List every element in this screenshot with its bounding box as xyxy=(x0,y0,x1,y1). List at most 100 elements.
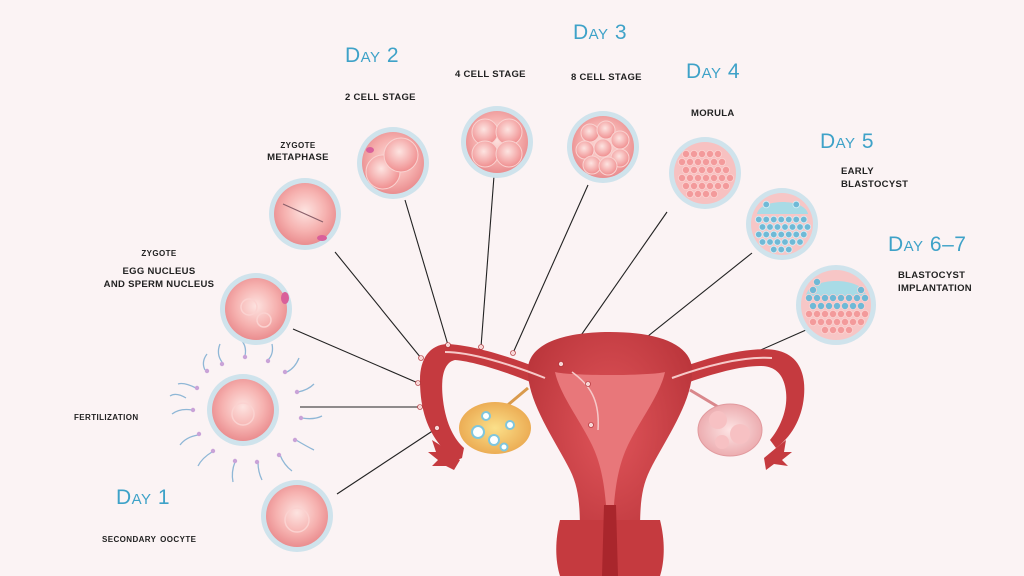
cell-dot xyxy=(845,309,854,318)
cell-dot xyxy=(718,157,727,166)
cell-dot xyxy=(788,223,797,231)
cell-dot xyxy=(762,200,770,209)
cell-dot xyxy=(755,215,763,224)
left-ovary xyxy=(459,386,531,454)
cell-dot xyxy=(829,293,838,302)
cell-dot xyxy=(825,317,834,326)
zygote-title: Zygote xyxy=(141,245,177,259)
cell-dot xyxy=(722,181,731,190)
cell-dot xyxy=(833,301,842,310)
day-4-label: Day 4 xyxy=(686,60,741,83)
cell-dot xyxy=(710,157,719,166)
day-5-label: Day 5 xyxy=(820,130,875,153)
cell-early-blastocyst xyxy=(746,188,818,260)
cell-dot xyxy=(800,230,808,239)
cell-dot xyxy=(694,157,703,166)
cell-dot xyxy=(821,325,830,334)
cell-dot xyxy=(837,293,846,302)
cell-dot xyxy=(777,215,785,224)
cell-eight-cell-stage xyxy=(567,111,639,183)
cell-zygote-metaphase xyxy=(269,178,341,250)
cell-dot xyxy=(813,277,822,286)
cell-dot xyxy=(698,149,707,158)
cell-dot xyxy=(792,200,800,209)
uterus xyxy=(420,332,805,576)
cell-dot xyxy=(773,238,782,246)
cell-dot xyxy=(682,149,691,158)
cell-dot xyxy=(714,165,723,174)
cell-dot xyxy=(785,245,793,254)
cell-dot xyxy=(813,309,822,318)
cell-dot xyxy=(762,230,770,239)
cell-dot xyxy=(829,325,838,334)
cell-dot xyxy=(678,157,687,166)
zygote-metaphase-label: Zygote METAPHASE xyxy=(258,138,338,164)
cell-dot xyxy=(785,215,793,224)
cell-dot xyxy=(762,215,770,224)
cell-dot xyxy=(758,223,767,231)
cell-dot xyxy=(770,230,778,239)
day-2-label: Day 2 xyxy=(345,44,400,67)
cell-dot xyxy=(694,173,703,182)
cell-dot xyxy=(718,173,727,182)
cell-dot xyxy=(706,165,715,174)
cell-dot xyxy=(777,230,785,239)
cell-dot xyxy=(805,293,814,302)
cell-dot xyxy=(825,301,834,310)
blast-impl-line1: BLASTOCYST xyxy=(898,270,966,281)
cell-two-cell-stage xyxy=(357,127,429,199)
cell-dot xyxy=(809,285,818,294)
cell-dot xyxy=(722,165,731,174)
cell-dot xyxy=(857,317,866,326)
cell-dot xyxy=(796,223,804,231)
zygote-meta-title: Zygote xyxy=(280,137,316,151)
day-6-7-label: Day 6–7 xyxy=(888,233,967,256)
cell-dot xyxy=(813,293,822,302)
cell-dot xyxy=(714,149,723,158)
cell-dot xyxy=(690,149,699,158)
cell-dot xyxy=(706,181,715,190)
cell-dot xyxy=(849,301,858,310)
cell-dot xyxy=(777,245,785,254)
cell-dot xyxy=(800,215,808,224)
cell-zygote-nuclei xyxy=(220,273,292,345)
cell-dot xyxy=(698,165,707,174)
zygote-nuclei-label: Zygote EGG NUCLEUS AND SPERM NUCLEUS xyxy=(84,246,234,291)
cell-dot xyxy=(726,173,735,182)
cell-dot xyxy=(857,301,866,310)
cell-dot xyxy=(849,317,858,326)
cell-dot xyxy=(788,238,797,246)
cell-dot xyxy=(837,325,846,334)
cell-dot xyxy=(706,149,715,158)
cell-dot xyxy=(770,215,778,224)
cell-dot xyxy=(796,238,804,246)
early-blastocyst-line1: EARLY xyxy=(841,166,874,177)
cell-dot xyxy=(710,173,719,182)
early-blastocyst-label: EARLY BLASTOCYST xyxy=(841,165,908,191)
cell-dot xyxy=(809,317,818,326)
cell-dot xyxy=(809,301,818,310)
cell-dot xyxy=(686,173,695,182)
two-cell-label: 2 CELL STAGE xyxy=(345,92,416,103)
cell-dot xyxy=(781,223,789,231)
cell-dot xyxy=(766,223,774,231)
cell-fertilization xyxy=(169,339,323,483)
cell-dot xyxy=(682,181,691,190)
cell-dot xyxy=(702,189,711,198)
cell-dot xyxy=(755,230,763,239)
cell-dot xyxy=(817,317,826,326)
cell-dot xyxy=(861,309,870,318)
cell-dot xyxy=(853,309,862,318)
zygote-meta-sub: METAPHASE xyxy=(267,152,329,163)
secondary-oocyte-label: Secondary Oocyte xyxy=(102,531,197,545)
cell-dot xyxy=(845,325,854,334)
cell-dot xyxy=(785,230,793,239)
cell-dot xyxy=(702,157,711,166)
cell-dot xyxy=(841,301,850,310)
day-1-label: Day 1 xyxy=(116,486,171,509)
cell-dot xyxy=(690,165,699,174)
cell-dot xyxy=(833,317,842,326)
cell-dot xyxy=(690,181,699,190)
